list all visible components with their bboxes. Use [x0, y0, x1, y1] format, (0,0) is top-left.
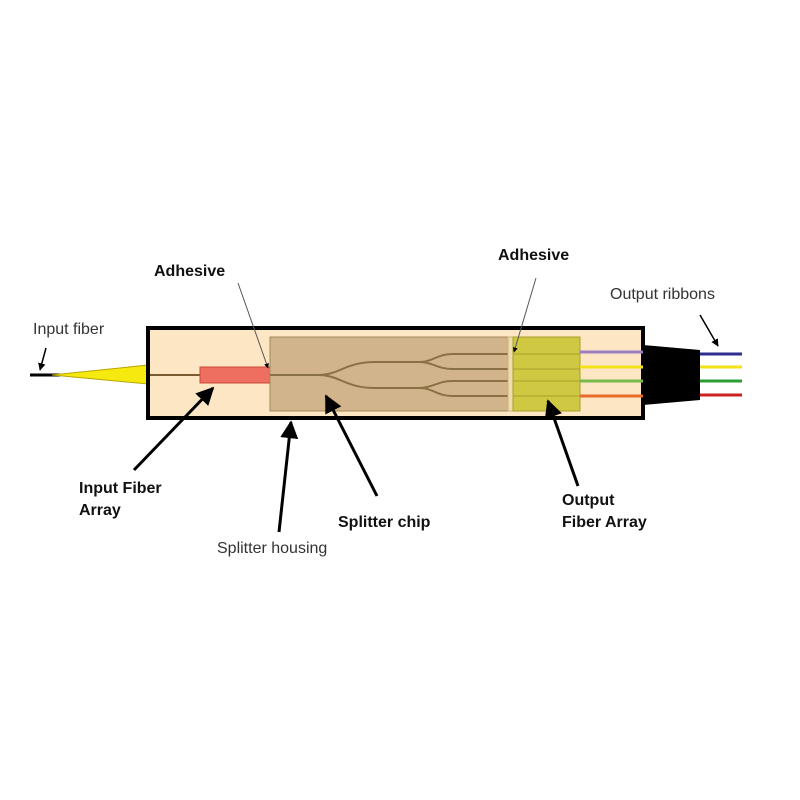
input-fiber-label: Input fiber	[33, 321, 105, 338]
splitter-chip-arrow	[324, 394, 379, 497]
input-fiber-ferrule	[51, 364, 149, 385]
input-fiber-array-block	[199, 366, 271, 384]
adhesive-right-label: Adhesive	[498, 247, 569, 264]
output-fiber-array-label-line1: Output	[562, 492, 615, 509]
splitter-chip-label: Splitter chip	[338, 514, 431, 531]
adhesive-right-leader	[512, 277, 537, 353]
splitter-housing-arrow	[277, 420, 299, 533]
output-ribbons	[700, 352, 742, 397]
output-fiber-array-arrow	[544, 399, 580, 487]
adhesive-left-label: Adhesive	[154, 263, 225, 280]
adhesive-strip-right	[507, 336, 514, 412]
waveguide-paths	[270, 353, 508, 397]
output-fiber-array-block	[512, 336, 581, 412]
adhesive-left-leader	[237, 282, 269, 369]
splitter-housing-label: Splitter housing	[217, 540, 327, 557]
input-fiber-array-label-line2: Array	[79, 502, 121, 519]
input-fiber-array-label-line1: Input Fiber	[79, 480, 162, 497]
output-fiber-array-label-line2: Fiber Array	[562, 514, 647, 531]
input-fiber-arrow	[38, 347, 47, 371]
input-fiber-array-arrow	[132, 386, 215, 472]
output-boot	[643, 345, 700, 405]
output-ribbons-arrow	[699, 314, 719, 347]
output-ribbons-label: Output ribbons	[610, 286, 715, 303]
inner-ribbon-segments	[580, 350, 645, 398]
